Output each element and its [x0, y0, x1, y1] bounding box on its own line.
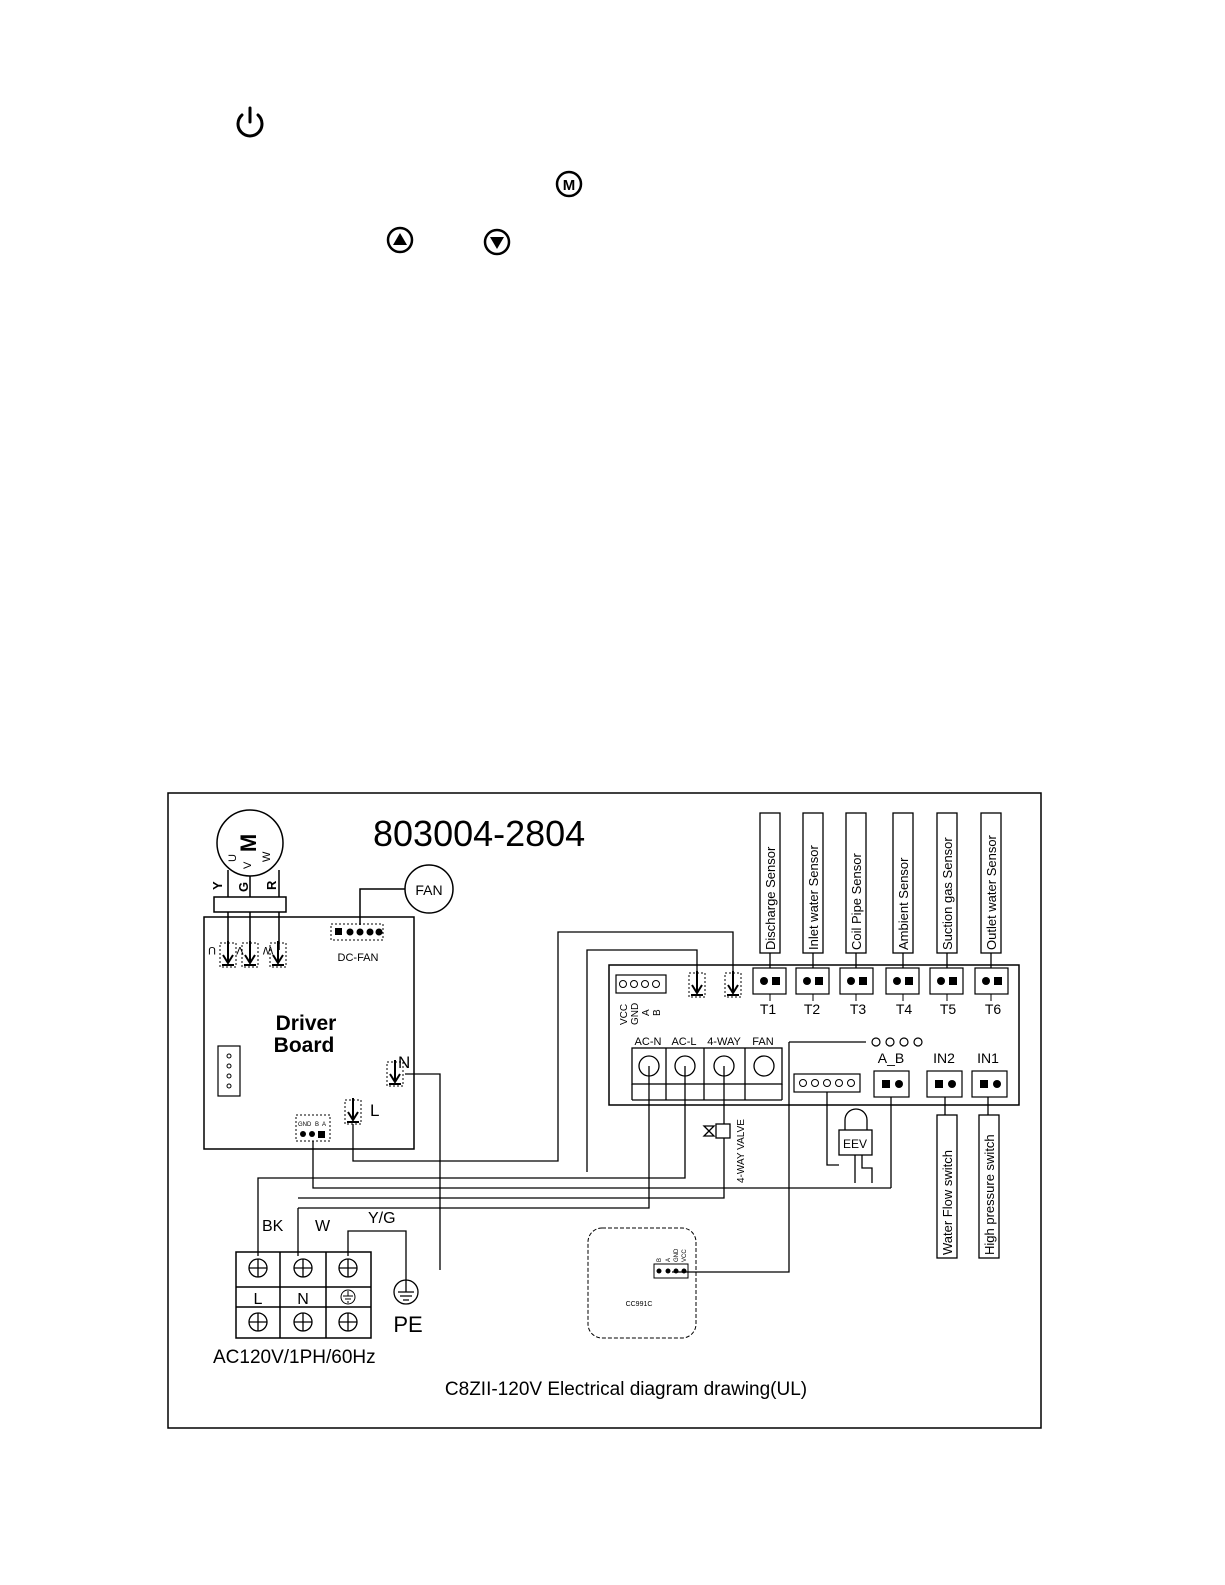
block-label-n: N	[297, 1291, 309, 1308]
sensor-suction-gas-label: Suction gas Sensor	[940, 837, 955, 950]
terminal-t5-label: T5	[940, 1001, 957, 1017]
terminal-t4: T4	[885, 967, 920, 1017]
main-in1-label: IN1	[977, 1050, 999, 1066]
driver-term-v: V	[236, 944, 244, 956]
terminal-t1-label: T1	[760, 1001, 777, 1017]
sensor-coil-pipe: Coil Pipe Sensor	[845, 812, 867, 968]
motor-wire-y: Y	[210, 881, 225, 890]
power-terminal-block: BK W Y/G L N PE	[213, 1208, 423, 1368]
sensor-inlet-water-label: Inlet water Sensor	[806, 845, 821, 950]
wire-w: W	[315, 1218, 331, 1235]
main-vcc: VCC	[619, 1004, 630, 1025]
driver-term-l: L	[370, 1101, 379, 1120]
wire-bk: BK	[262, 1218, 284, 1235]
fan-motor: M U V W Y G R	[210, 809, 287, 950]
terminal-t3-label: T3	[850, 1001, 867, 1017]
driver-comm-a: A	[322, 1122, 326, 1128]
driver-comm-gnd: GND	[298, 1122, 312, 1128]
eev: EEV	[826, 1092, 892, 1188]
pe-ground-icon	[393, 1279, 419, 1305]
controller-vcc: VCC	[682, 1249, 688, 1262]
sensor-outlet-water-label: Outlet water Sensor	[984, 834, 999, 950]
wired-controller: B A GND VCC CC991C	[587, 1227, 697, 1339]
driver-term-u: U	[208, 944, 216, 956]
power-rating: AC120V/1PH/60Hz	[213, 1347, 376, 1368]
motor-wire-g: G	[236, 882, 251, 892]
terminal-t6: T6	[974, 967, 1009, 1017]
high-pressure-switch-label: High pressure switch	[982, 1134, 997, 1255]
up-arrow-icon	[386, 226, 414, 254]
main-in2-label: IN2	[933, 1050, 955, 1066]
eev-label: EEV	[843, 1137, 867, 1151]
main-board: VCC GND A B T1 T2 T3 T4	[608, 964, 1020, 1106]
wire-yg: Y/G	[368, 1210, 396, 1227]
relay-block: AC-N AC-L 4-WAY FAN	[631, 1036, 783, 1101]
terminal-t6-label: T6	[985, 1001, 1002, 1017]
controller-b: B	[657, 1258, 663, 1262]
four-way-valve-label: 4-WAY VALVE	[736, 1119, 747, 1183]
motor-symbol: M	[236, 834, 261, 852]
terminal-t3: T3	[839, 967, 874, 1017]
main-a: A	[641, 1009, 652, 1016]
fan-label: FAN	[415, 882, 442, 898]
motor-phase-w: W	[261, 851, 273, 862]
main-ab-label: A_B	[878, 1050, 904, 1066]
dc-fan-label: DC-FAN	[338, 952, 379, 964]
relay-fan: FAN	[752, 1036, 773, 1048]
diagram-caption: C8ZII-120V Electrical diagram drawing(UL…	[445, 1379, 807, 1400]
sensor-discharge-label: Discharge Sensor	[763, 846, 778, 950]
driver-comm-b: B	[315, 1122, 319, 1128]
sensor-suction-gas: Suction gas Sensor	[936, 812, 958, 968]
terminal-t1: T1	[752, 967, 787, 1017]
sensor-outlet-water: Outlet water Sensor	[980, 812, 1002, 968]
sensor-discharge: Discharge Sensor	[759, 812, 781, 968]
four-way-valve: 4-WAY VALVE	[702, 1119, 747, 1183]
terminal-t4-label: T4	[896, 1001, 913, 1017]
driver-board-title-2: Board	[274, 1034, 335, 1057]
high-pressure-switch: High pressure switch	[978, 1097, 1000, 1259]
terminal-t2: T2	[795, 967, 830, 1017]
controller-model: CC991C	[626, 1301, 653, 1308]
driver-term-n: N	[398, 1053, 410, 1072]
motor-wire-r: R	[264, 880, 279, 890]
main-gnd: GND	[630, 1003, 641, 1025]
ground-symbol-icon	[340, 1289, 356, 1305]
controller-a: A	[666, 1258, 672, 1262]
power-icon	[236, 106, 264, 138]
relay-ac-n: AC-N	[635, 1036, 662, 1048]
wiring	[257, 931, 891, 1273]
sensor-ambient-label: Ambient Sensor	[896, 857, 911, 950]
model-number: 803004-2804	[373, 813, 585, 854]
water-flow-switch: Water Flow switch	[936, 1097, 958, 1259]
water-flow-switch-label: Water Flow switch	[940, 1150, 955, 1255]
sensor-group: Discharge Sensor Inlet water Sensor Coil…	[759, 812, 1002, 968]
sensor-coil-pipe-label: Coil Pipe Sensor	[849, 853, 864, 950]
driver-board-title-1: Driver	[276, 1012, 337, 1035]
driver-term-w: W	[262, 944, 273, 956]
motor-phase-u: U	[227, 854, 239, 862]
terminal-t2-label: T2	[804, 1001, 821, 1017]
pe-label: PE	[393, 1312, 422, 1337]
block-label-l: L	[254, 1291, 263, 1308]
relay-ac-l: AC-L	[671, 1036, 696, 1048]
controller-gnd: GND	[674, 1248, 680, 1262]
relay-4-way: 4-WAY	[707, 1036, 741, 1048]
diagram-frame	[167, 792, 1042, 1429]
down-arrow-icon	[483, 228, 511, 256]
sensor-ambient: Ambient Sensor	[892, 812, 914, 968]
fan-symbol: FAN	[359, 864, 454, 925]
mode-icon: M	[555, 170, 583, 198]
mode-icon-letter: M	[563, 177, 576, 194]
terminal-t5: T5	[929, 967, 964, 1017]
motor-phase-v: V	[242, 861, 254, 869]
main-b: B	[652, 1009, 663, 1016]
driver-board: U V W DC-FAN Driver Board N L GND B A	[203, 916, 415, 1150]
sensor-inlet-water: Inlet water Sensor	[802, 812, 824, 968]
